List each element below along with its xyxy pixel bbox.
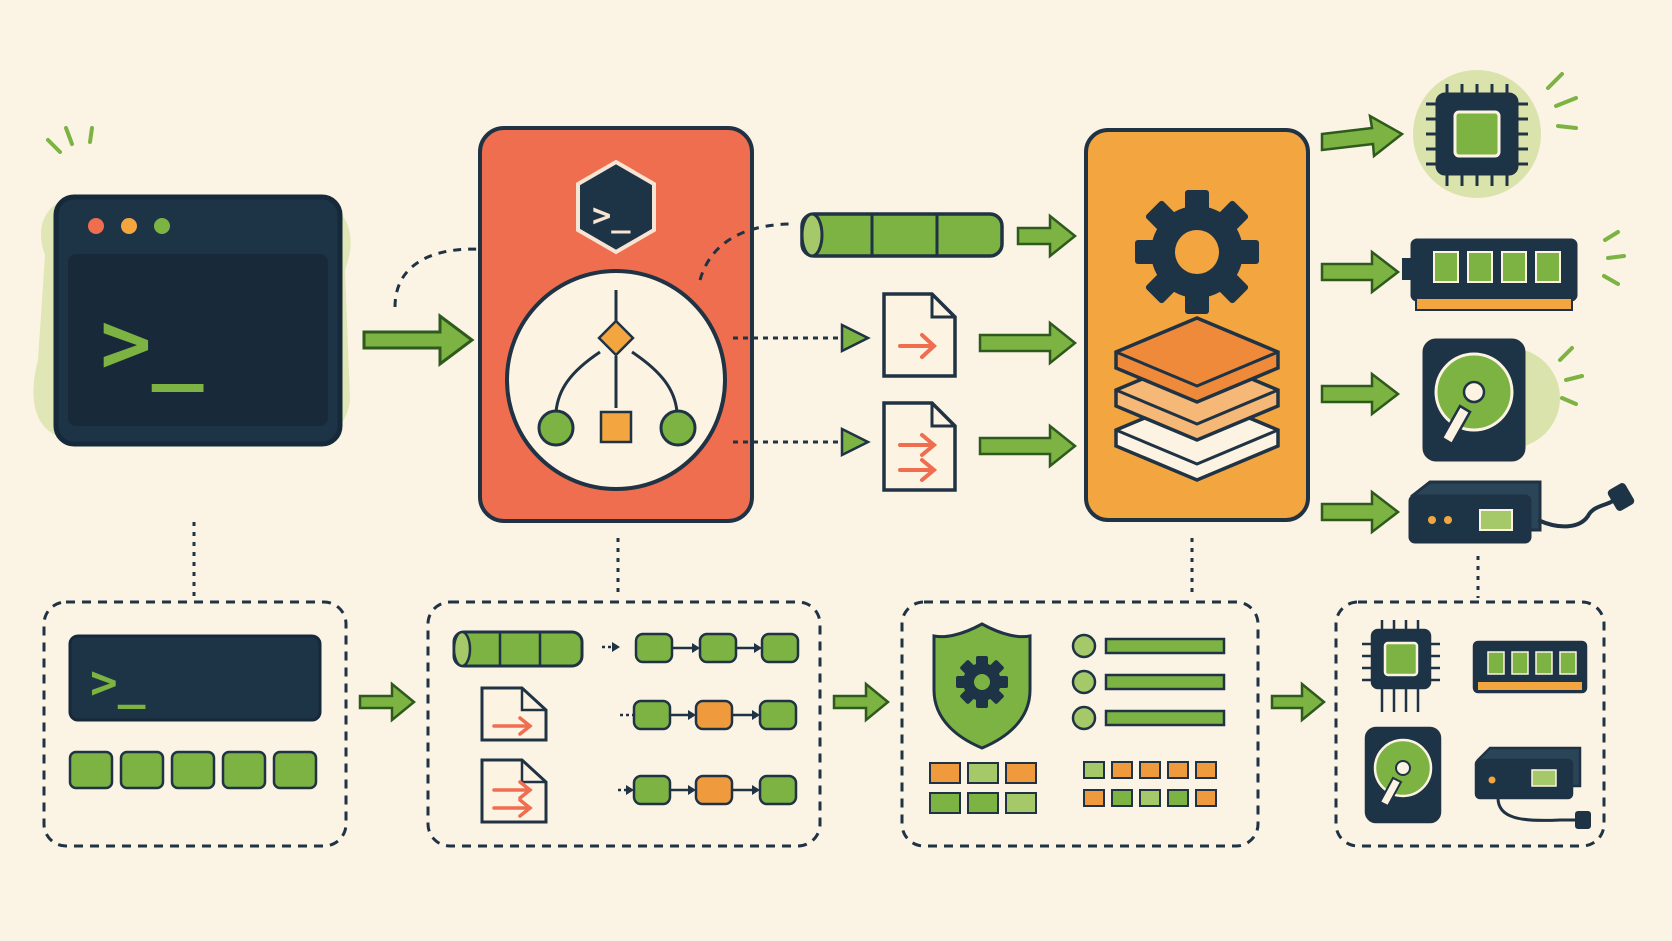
window-dot-yellow <box>121 218 137 234</box>
parse-panel <box>426 600 822 848</box>
instruction-file-icon <box>882 292 957 378</box>
ram-module-icon <box>1472 640 1588 694</box>
instruction-file-icon <box>882 401 957 492</box>
hard-drive-icon <box>1364 726 1442 824</box>
execute-panel <box>900 600 1260 848</box>
cpu-chip-icon <box>1362 620 1440 712</box>
network-device-icon <box>1408 480 1635 544</box>
arrow-to-engine <box>978 423 1078 469</box>
arrow-to-hardware <box>1320 371 1401 417</box>
dashed-link <box>698 222 791 281</box>
parser-block: >_ <box>478 126 754 523</box>
key <box>119 750 165 790</box>
network-device-icon <box>1474 746 1591 829</box>
arrow-to-hardware <box>1320 113 1405 159</box>
token-stream-icon <box>452 630 584 668</box>
arrow-terminal-to-parser <box>362 313 475 367</box>
arrow-panel-2-to-3 <box>832 681 890 723</box>
hardware-panel <box>1334 600 1606 848</box>
connector-arrowhead <box>840 322 871 354</box>
gear-icon <box>1135 190 1259 314</box>
spark <box>64 126 74 146</box>
decision-tree-icon <box>505 269 727 491</box>
arrow-to-engine <box>1016 213 1078 259</box>
key <box>68 750 114 790</box>
arrow-to-hardware <box>1320 489 1401 535</box>
engine-block <box>1084 128 1310 522</box>
file-icon <box>480 686 548 742</box>
cpu-chip-icon <box>1413 70 1578 198</box>
stacked-layers-icon <box>1114 316 1280 482</box>
node-chain-icon <box>602 632 800 664</box>
parser-badge-text: >_ <box>592 196 631 234</box>
file-icon <box>480 758 548 824</box>
shield-gear-icon <box>932 622 1032 750</box>
key <box>272 750 318 790</box>
memory-grid-icon <box>1083 761 1217 807</box>
key <box>170 750 216 790</box>
terminal-window-icon: >_ <box>33 126 351 447</box>
terminal-screen <box>68 254 328 426</box>
node-chain-icon <box>620 699 798 731</box>
hard-drive-icon <box>1422 338 1584 462</box>
connector-arrowhead <box>840 426 871 458</box>
arrow-panel-1-to-2 <box>358 681 416 723</box>
input-terminal-bar <box>68 634 322 722</box>
hexagon-terminal-icon: >_ <box>576 159 656 255</box>
terminal-prompt: >_ <box>100 293 204 393</box>
window-dot-red <box>88 218 104 234</box>
arrow-panel-3-to-4 <box>1270 681 1326 723</box>
key <box>221 750 267 790</box>
keyboard-keys <box>68 750 318 790</box>
node-chain-icon <box>618 774 798 806</box>
spark <box>46 138 62 154</box>
ram-module-icon <box>1402 230 1626 311</box>
token-stream-icon <box>800 212 1004 258</box>
arrow-to-engine <box>978 320 1078 366</box>
input-panel: >_ <box>42 600 348 848</box>
checklist-icon <box>1071 633 1226 731</box>
memory-grid-icon <box>929 762 1037 814</box>
arrow-to-hardware <box>1320 249 1401 295</box>
spark <box>88 126 94 144</box>
input-prompt: >_ <box>90 655 146 709</box>
window-dot-green <box>154 218 170 234</box>
